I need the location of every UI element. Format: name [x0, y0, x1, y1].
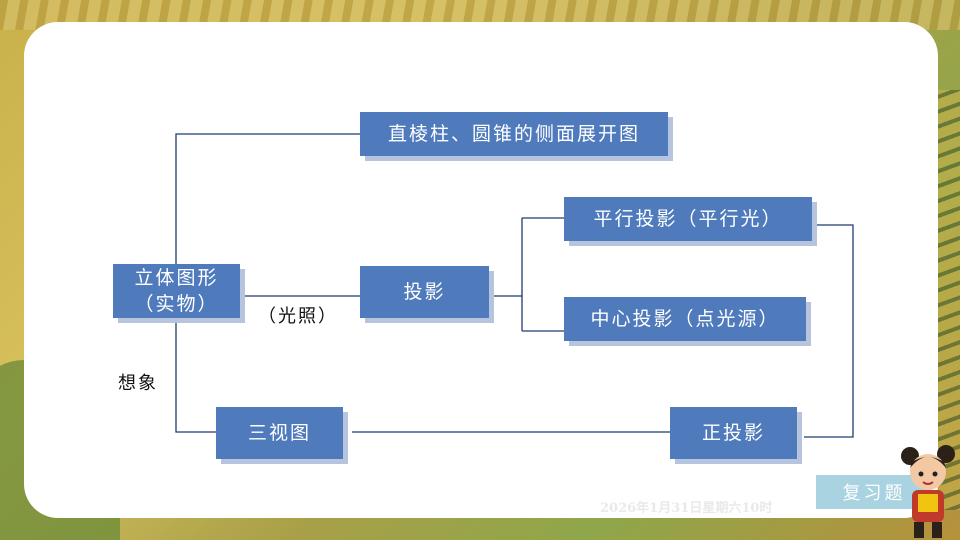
- node-unfolded-view: 直棱柱、圆锥的侧面展开图: [360, 112, 668, 156]
- line-solid-to-three-view: [175, 318, 216, 433]
- node-projection: 投影: [360, 266, 489, 318]
- node-parallel-projection: 平行投影（平行光）: [564, 197, 812, 241]
- label-light: （光照）: [258, 306, 338, 327]
- node-orthographic-projection: 正投影: [670, 407, 797, 459]
- node-three-views: 三视图: [216, 407, 343, 459]
- line-solid-to-unfold: [175, 133, 360, 268]
- node-central-projection: 中心投影（点光源）: [564, 297, 806, 341]
- node-solid-figure: 立体图形 （实物）: [113, 264, 240, 318]
- date-stamp: 2026年1月31日星期六10时: [600, 501, 773, 516]
- mascot-illustration: [901, 445, 955, 538]
- label-imagine: 想象: [118, 373, 158, 394]
- line-parallel-to-orthographic: [804, 224, 854, 438]
